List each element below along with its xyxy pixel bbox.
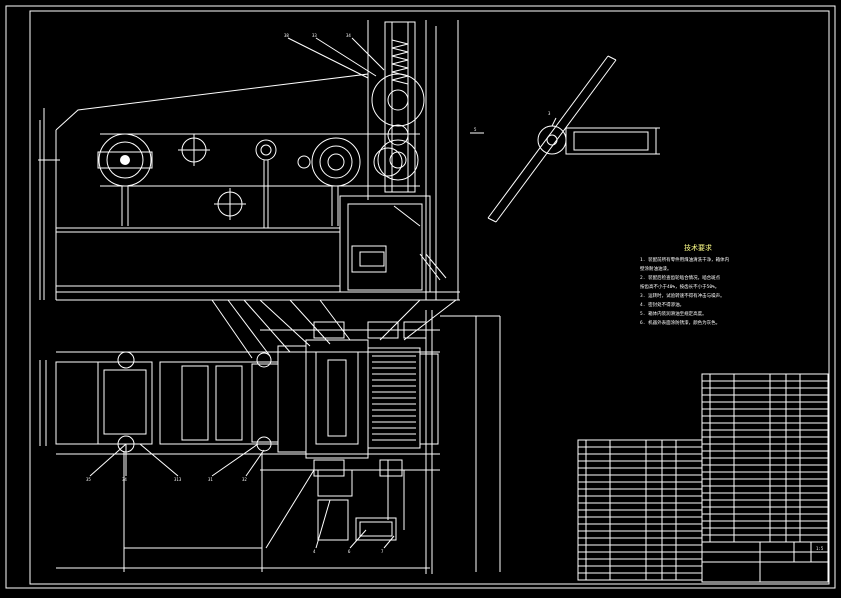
tech-req-title: 技术要求 (684, 243, 712, 252)
parts-list-rows (578, 380, 828, 574)
callout-7: 7 (381, 549, 384, 554)
callout-35: 35 (86, 477, 91, 482)
callout-33: 33 (312, 33, 317, 38)
callout-5: 5 (474, 127, 477, 132)
front-elevation (38, 20, 484, 301)
callout-313: 313 (174, 477, 182, 482)
technical-requirements: 技术要求 1. 装配前所有零件用煤油清洗干净，箱体内 壁涂耐油油漆。 2. 装配… (640, 243, 730, 326)
title-block: 1:5 (701, 541, 829, 583)
callout-34: 34 (346, 33, 351, 38)
tech-req-line-5: 3. 运转时，试验转速不得有冲击与噪声。 (640, 292, 725, 299)
inset-callout: 3 (548, 111, 551, 116)
callout-32: 32 (242, 477, 247, 482)
callout-4: 4 (313, 549, 316, 554)
tech-req-line-6: 4. 密封处不得渗油。 (640, 301, 684, 308)
tech-req-line-1: 1. 装配前所有零件用煤油清洗干净，箱体内 (640, 256, 730, 263)
tech-req-line-8: 6. 机器外表面涂防锈漆，颜色为灰色。 (640, 319, 720, 326)
tech-req-line-3: 2. 装配后检查齿轮啮合情况，啮合斑点 (640, 274, 721, 281)
callout-31: 31 (208, 477, 213, 482)
outer-border (5, 5, 836, 589)
tech-req-line-4: 按齿高不小于40%，按齿长不小于50%。 (640, 283, 719, 290)
callout-34b: 34 (122, 477, 127, 482)
tech-req-line-2: 壁涂耐油油漆。 (640, 265, 672, 272)
plan-view (39, 299, 501, 574)
callout-6: 6 (348, 549, 351, 554)
title-block-scale: 1:5 (816, 546, 824, 551)
inner-border (29, 10, 830, 585)
callout-38: 38 (284, 33, 289, 38)
inset-detail (487, 55, 660, 223)
tech-req-line-7: 5. 箱体内装润滑油至规定高度。 (640, 310, 707, 317)
